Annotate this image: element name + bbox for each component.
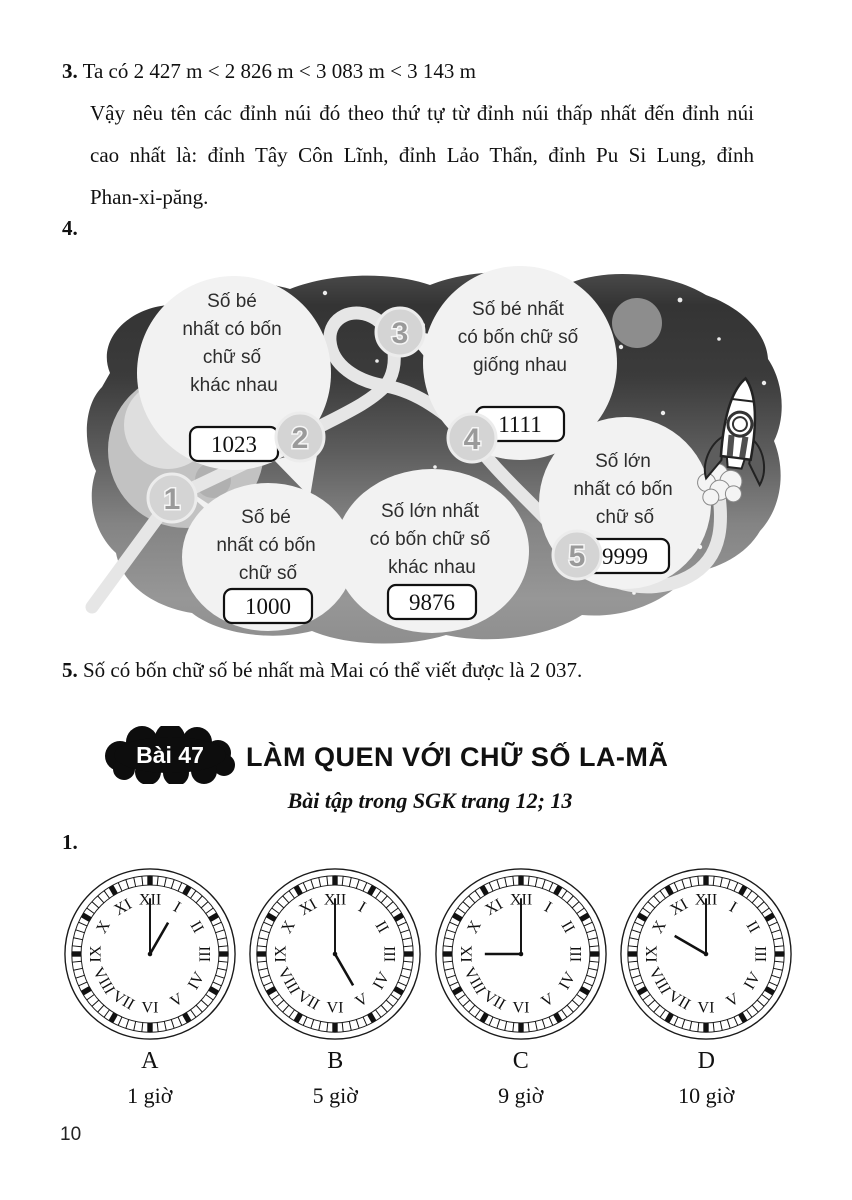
svg-text:XI: XI bbox=[668, 896, 691, 919]
speech-bubble-9876: Số lớn nhất có bốn chữ số khác nhau 9876 bbox=[335, 469, 529, 633]
stop-3: 3 bbox=[374, 306, 426, 358]
stop-2: 2 bbox=[274, 411, 326, 463]
svg-text:4: 4 bbox=[464, 423, 481, 456]
svg-text:IX: IX bbox=[87, 945, 104, 962]
stop-4: 4 bbox=[446, 412, 498, 464]
trail-stops: 1 2 3 4 5 bbox=[146, 306, 603, 581]
speech-bubble-text: Số bé nhất có bốn chữ số khác nhau bbox=[182, 291, 285, 396]
item5-marker: 5. bbox=[62, 658, 78, 682]
item3-marker: 3. bbox=[62, 59, 78, 83]
item3-line1-text: Ta có 2 427 m < 2 826 m < 3 083 m < 3 14… bbox=[82, 59, 476, 83]
svg-text:IV: IV bbox=[556, 969, 579, 993]
value-box bbox=[386, 583, 478, 621]
clock-letter: D bbox=[697, 1048, 715, 1074]
svg-text:III: III bbox=[566, 946, 583, 962]
svg-text:XI: XI bbox=[482, 896, 505, 919]
clock-caption: 5 giờ bbox=[312, 1083, 358, 1108]
svg-text:IX: IX bbox=[644, 945, 661, 962]
svg-text:VI: VI bbox=[698, 999, 715, 1016]
svg-text:3: 3 bbox=[392, 317, 409, 350]
svg-text:XI: XI bbox=[297, 896, 320, 919]
svg-text:VI: VI bbox=[141, 999, 158, 1016]
svg-text:III: III bbox=[381, 946, 398, 962]
item4-marker: 4. bbox=[62, 216, 78, 240]
value-9876: 9876 bbox=[409, 590, 455, 615]
speech-bubble-1111: Số bé nhất có bốn chữ số giống nhau 1111 bbox=[400, 266, 617, 460]
svg-text:IX: IX bbox=[273, 945, 290, 962]
svg-text:IV: IV bbox=[741, 969, 764, 993]
value-1000: 1000 bbox=[245, 594, 291, 619]
svg-text:III: III bbox=[752, 946, 769, 962]
speech-bubble-text: Số bé nhất có bốn chữ số giống nhau bbox=[458, 299, 582, 376]
trail-path bbox=[85, 306, 727, 614]
lesson-title: LÀM QUEN VỚI CHỮ SỐ LA-MÃ bbox=[246, 742, 669, 772]
svg-text:1: 1 bbox=[164, 483, 181, 516]
rocket-icon bbox=[697, 376, 766, 506]
stop-1: 1 bbox=[146, 472, 198, 524]
speech-bubble-text: Số bé nhất có bốn chữ số bbox=[216, 507, 319, 584]
clock-letter: C bbox=[512, 1048, 529, 1074]
page-number: 10 bbox=[60, 1124, 82, 1145]
value-1023: 1023 bbox=[211, 432, 257, 457]
clock-caption: 10 giờ bbox=[678, 1083, 735, 1108]
cloud-badge-icon: Bài 47 bbox=[105, 723, 235, 786]
clock-letter: B bbox=[327, 1048, 344, 1074]
lesson-subtitle: Bài tập trong SGK trang 12; 13 bbox=[287, 788, 573, 813]
badge-label: Bài 47 bbox=[136, 742, 204, 768]
item5-line: 5. Số có bốn chữ số bé nhất mà Mai có th… bbox=[62, 658, 582, 683]
rocket-smoke bbox=[697, 463, 743, 506]
planet-icon bbox=[612, 298, 662, 348]
svg-text:XI: XI bbox=[111, 896, 134, 919]
stop-5: 5 bbox=[551, 529, 603, 581]
svg-text:IX: IX bbox=[458, 945, 475, 962]
space-map-illustration: Số bé nhất có bốn chữ số khác nhau 1023 … bbox=[85, 266, 782, 644]
speech-bubble-text: Số lớn nhất có bốn chữ số bbox=[573, 451, 676, 528]
svg-text:IV: IV bbox=[185, 969, 208, 993]
clock-caption: 1 giờ bbox=[127, 1083, 173, 1108]
value-9999: 9999 bbox=[602, 544, 648, 569]
svg-text:5: 5 bbox=[569, 540, 586, 573]
item3-body: Vậy nêu tên các đỉnh núi đó theo thứ tự … bbox=[90, 101, 754, 209]
value-box bbox=[222, 587, 314, 625]
item5-text: Số có bốn chữ số bé nhất mà Mai có thể v… bbox=[83, 658, 583, 682]
svg-text:VI: VI bbox=[512, 999, 529, 1016]
svg-text:VI: VI bbox=[327, 999, 344, 1016]
svg-text:2: 2 bbox=[292, 422, 309, 455]
speech-bubble-1000: Số bé nhất có bốn chữ số 1000 bbox=[174, 481, 354, 631]
illustration-container: Số bé nhất có bốn chữ số khác nhau 1023 … bbox=[78, 255, 783, 650]
value-1111: 1111 bbox=[498, 412, 541, 437]
item3-line1: 3. Ta có 2 427 m < 2 826 m < 3 083 m < 3… bbox=[62, 50, 476, 92]
exercise1-marker: 1. bbox=[62, 830, 78, 854]
speech-bubble-text: Số lớn nhất có bốn chữ số khác nhau bbox=[370, 501, 494, 578]
clock-letter: A bbox=[141, 1048, 159, 1074]
lesson-badge: Bài 47 bbox=[98, 723, 242, 786]
svg-text:IV: IV bbox=[370, 969, 393, 993]
clock-caption: 9 giờ bbox=[498, 1083, 544, 1108]
svg-text:III: III bbox=[195, 946, 212, 962]
